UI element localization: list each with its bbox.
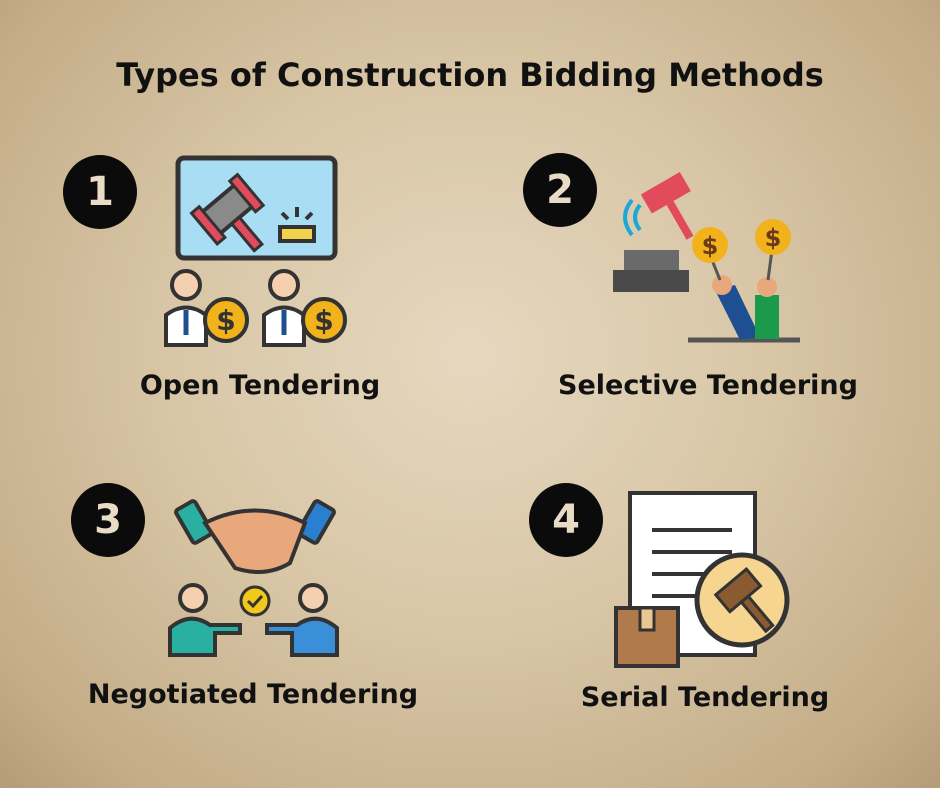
label-open-tendering: Open Tendering [139,370,381,401]
handshake-agreement-icon [168,499,339,657]
svg-text:$: $ [702,232,719,260]
label-negotiated-tendering: Negotiated Tendering [87,679,419,710]
svg-text:$: $ [216,304,235,337]
page-title: Types of Construction Bidding Methods [116,56,824,94]
label-selective-tendering: Selective Tendering [558,370,858,401]
auction-screen-bidders-icon: $ [164,155,358,350]
number-badge-3: 3 [71,483,145,557]
svg-text:$: $ [765,224,782,252]
number-badge-2: 2 [523,153,597,227]
gavel-bids-icon: $ $ [613,172,800,343]
number-badge-1: 1 [63,155,137,229]
document-gavel-icon [614,491,790,668]
number-badge-4: 4 [529,483,603,557]
label-serial-tendering: Serial Tendering [580,682,830,713]
